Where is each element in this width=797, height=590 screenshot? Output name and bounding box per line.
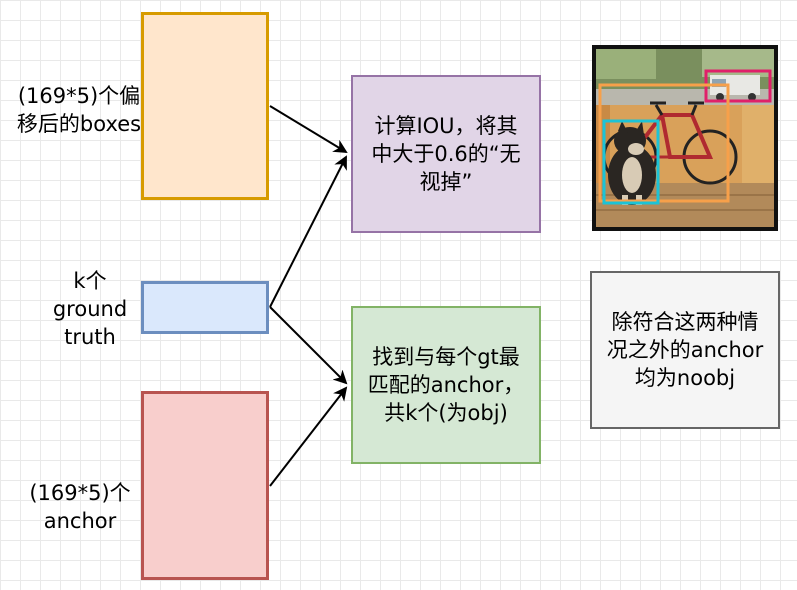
arrow-boxes-to-iou	[269, 105, 348, 154]
ground-truth-label: k个 ground truth	[52, 269, 128, 349]
anchor-label: (169*5)个 anchor	[29, 481, 131, 533]
iou-process-box[interactable]: 计算IOU，将其 中大于0.6的“无 视掉”	[351, 75, 541, 233]
offset-boxes-label: (169*5)个偏 移后的boxes	[16, 84, 142, 136]
arrow-gt-to-match	[269, 306, 348, 385]
match-process-box[interactable]: 找到与每个gt最 匹配的anchor， 共k个(为obj)	[351, 306, 541, 464]
ground-truth-rect[interactable]	[141, 281, 269, 334]
arrow-anchor-to-match	[269, 386, 348, 487]
arrow-gt-to-iou	[269, 155, 347, 308]
offset-boxes-rect[interactable]	[141, 12, 269, 200]
noobj-box[interactable]: 除符合这两种情 况之外的anchor 均为noobj	[590, 271, 780, 429]
dog-bicycle-detection-photo	[592, 45, 778, 231]
anchor-rect[interactable]	[141, 391, 269, 580]
